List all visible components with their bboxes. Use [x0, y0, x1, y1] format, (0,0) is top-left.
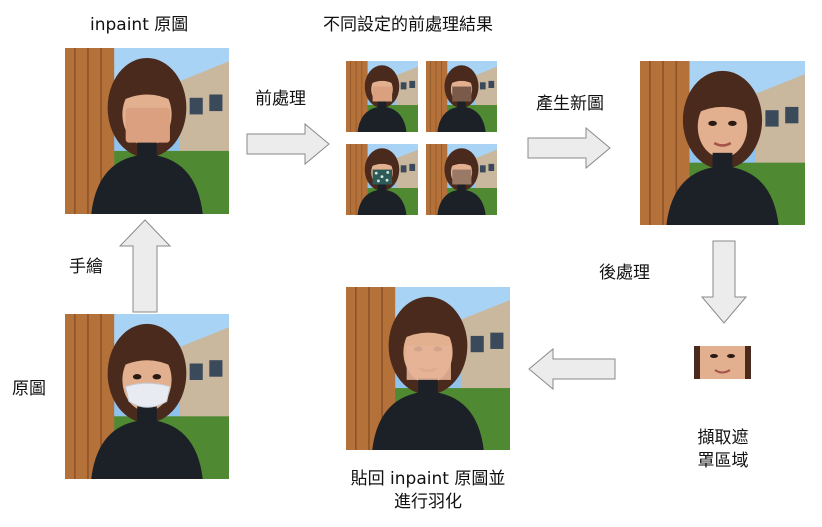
- generate-new-label: 產生新圖: [536, 94, 604, 114]
- preprocess-result-3: [346, 144, 418, 215]
- inpaint-mask-patch: [125, 107, 170, 143]
- inpaint-original-label: inpaint 原圖: [90, 15, 189, 35]
- hand-draw-label: 手繪: [69, 257, 103, 277]
- down-arrow: [700, 239, 748, 325]
- extract-mask-line1: 擷取遮: [697, 428, 749, 448]
- up-arrow: [118, 218, 172, 314]
- paste-back-arrow: [527, 347, 617, 391]
- original-label: 原圖: [12, 379, 46, 399]
- preprocess-results-label: 不同設定的前處理結果: [323, 15, 493, 35]
- original-image: [65, 314, 229, 479]
- preprocess-result-2: [426, 61, 497, 132]
- paste-back-line1: 貼回 inpaint 原圖並: [350, 469, 506, 489]
- postprocess-label: 後處理: [599, 263, 650, 283]
- preprocess-arrow: [245, 122, 331, 166]
- generate-arrow: [526, 126, 612, 170]
- extract-mask-line2: 罩區域: [697, 451, 749, 471]
- preprocess-result-4: [426, 144, 497, 215]
- generated-image: [640, 61, 805, 225]
- inpaint-original-image: [65, 48, 229, 214]
- final-pasted-image: [346, 287, 510, 450]
- preprocess-result-1: [346, 61, 418, 132]
- extracted-mask-region: [694, 346, 751, 379]
- paste-back-line2: 進行羽化: [394, 492, 462, 512]
- face-mask-shape: [125, 382, 171, 408]
- preprocess-label: 前處理: [255, 89, 306, 109]
